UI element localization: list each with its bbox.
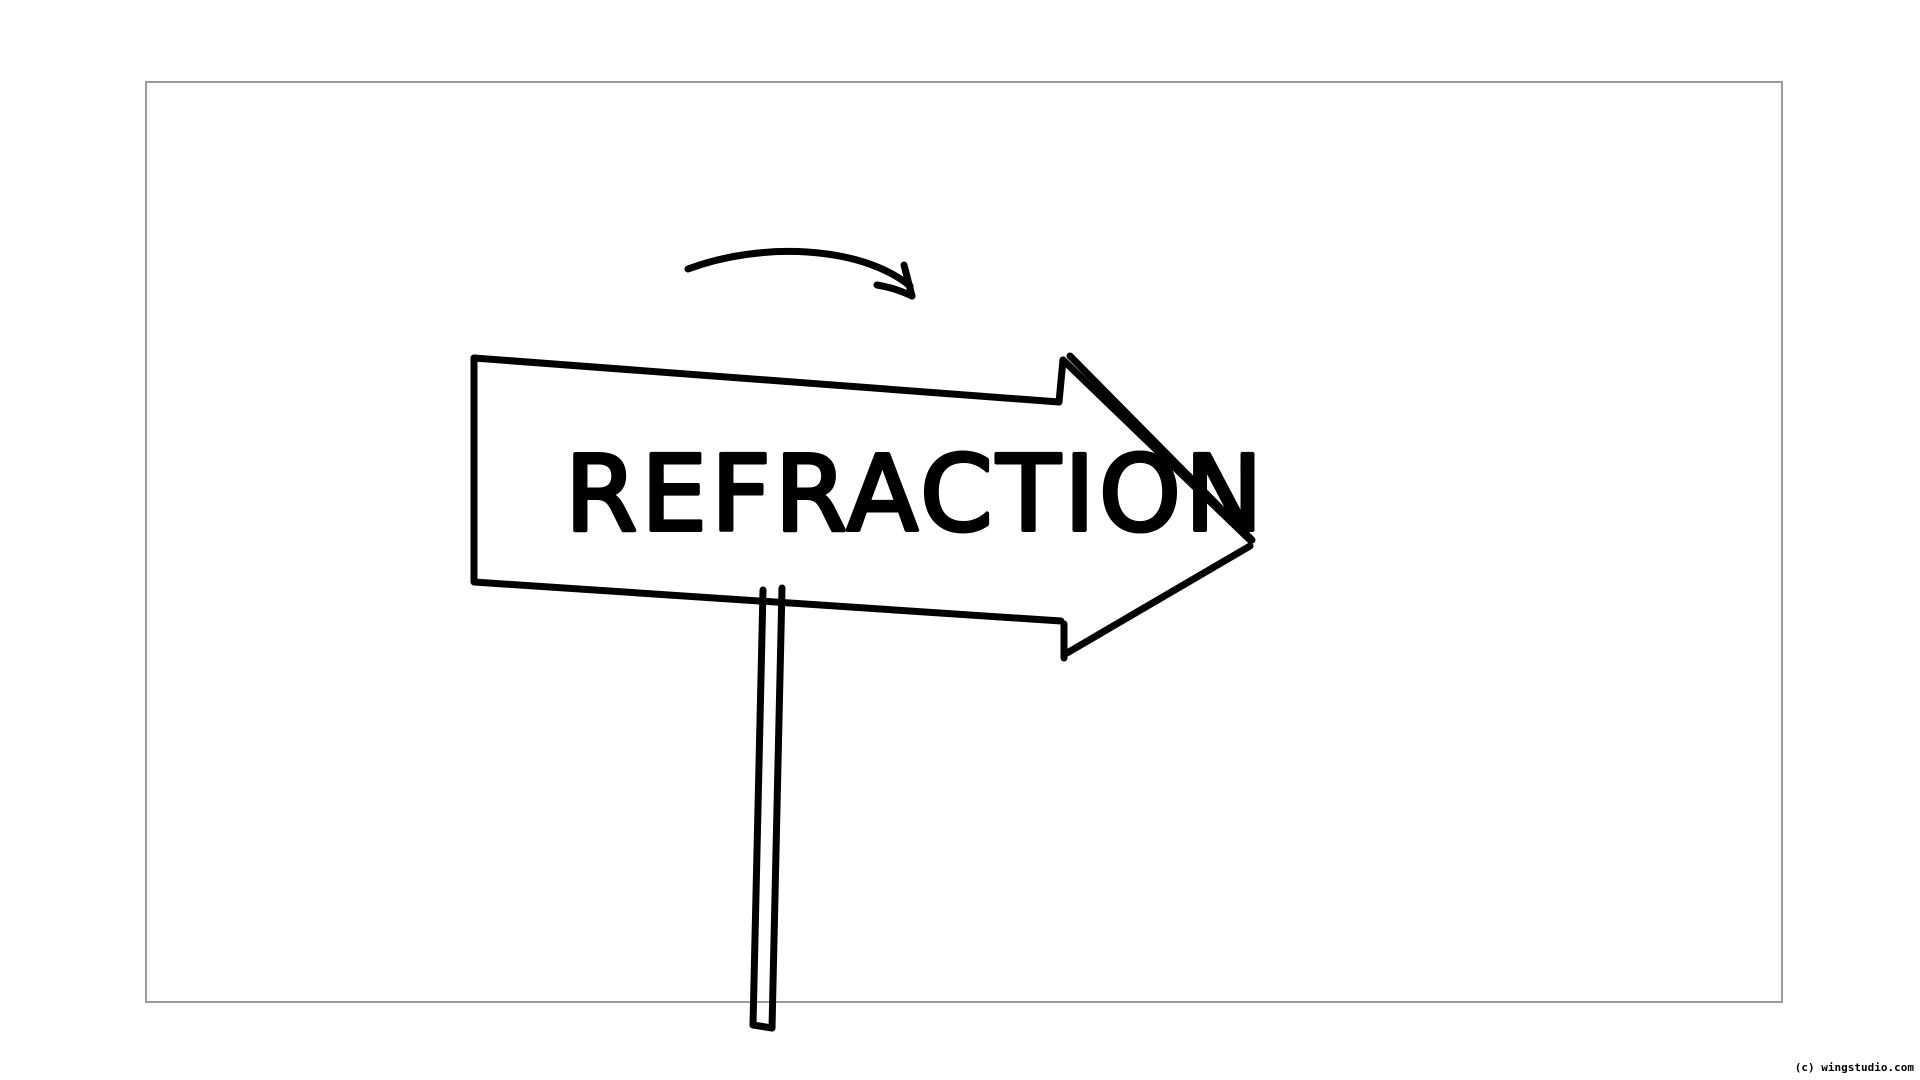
slide-frame bbox=[145, 81, 1783, 1003]
arrow-sign-board bbox=[470, 352, 1256, 662]
curved-arrow-icon bbox=[684, 247, 916, 300]
sign-pole bbox=[749, 584, 786, 1032]
sign-label: REFRACTION bbox=[565, 433, 1267, 555]
copyright-watermark: (c) wingstudio.com bbox=[1794, 1061, 1914, 1074]
